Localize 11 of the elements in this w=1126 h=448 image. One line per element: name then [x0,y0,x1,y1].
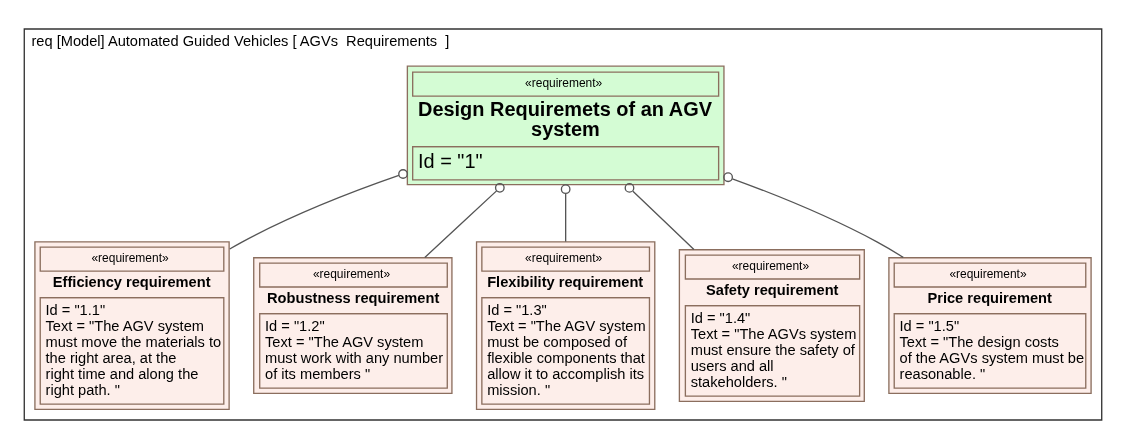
node-box: «requirement» Price requirement Id = "1.5" Text = "The design costs of the AGVs system must be reasonable. " [888,256,1092,394]
connector [424,182,505,258]
node-box: «requirement» Efficiency requirement Id = "1.1" Text = "The AGV system must move the materials to the right area, at the right time and along the right path. " [34,240,230,410]
connector [229,168,408,250]
node-box: «requirement» Flexibility requirement Id = "1.3" Text = "The AGV system must be composed of flexible components that allow it to accomplish its mission. " [475,240,656,410]
connector [560,183,571,242]
node-box: «requirement» Robustness requirement Id = "1.2" Text = "The AGV system must work with any number of its members " [253,256,453,394]
connector [624,182,695,250]
connector [723,171,904,258]
node-box: «requirement» Design Requiremets of an AGV system Id = "1" [406,65,725,185]
node-box: «requirement» Safety requirement Id = "1.4" Text = "The AGVs system must ensure the safety of users and all stakeholders. " [678,248,865,402]
